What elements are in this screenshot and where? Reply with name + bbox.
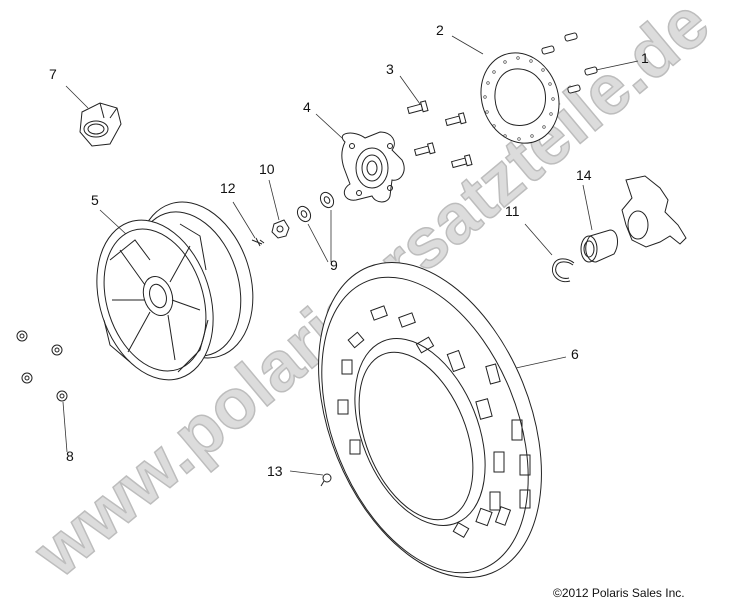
callout-8[interactable]: 8 <box>66 448 74 464</box>
callout-7[interactable]: 7 <box>49 66 57 82</box>
part-11-retaining-ring[interactable] <box>551 258 575 283</box>
part-14-bearing[interactable] <box>580 229 618 263</box>
part-2-brake-disc[interactable] <box>469 42 572 154</box>
callout-12[interactable]: 12 <box>220 180 236 196</box>
callout-5[interactable]: 5 <box>91 192 99 208</box>
callout-4[interactable]: 4 <box>303 99 311 115</box>
part-3-bolts[interactable] <box>406 100 473 170</box>
part-1-wheel-studs[interactable] <box>541 32 598 94</box>
steering-knuckle <box>621 175 687 248</box>
callout-14[interactable]: 14 <box>576 167 592 183</box>
callout-13[interactable]: 13 <box>267 463 283 479</box>
part-13-valve-stem[interactable] <box>320 473 332 487</box>
part-10-castle-nut[interactable] <box>271 219 290 239</box>
part-5-rim[interactable] <box>77 187 272 395</box>
callout-9[interactable]: 9 <box>330 257 338 273</box>
callout-2[interactable]: 2 <box>436 22 444 38</box>
callout-labels: 1 2 3 4 5 6 7 8 9 10 11 12 13 14 <box>49 22 649 479</box>
part-6-tire[interactable] <box>275 230 584 611</box>
callout-10[interactable]: 10 <box>259 161 275 177</box>
callout-6[interactable]: 6 <box>571 346 579 362</box>
copyright-notice: ©2012 Polaris Sales Inc. <box>553 586 685 600</box>
callout-3[interactable]: 3 <box>386 61 394 77</box>
part-4-wheel-hub[interactable] <box>341 131 405 203</box>
part-9-washers[interactable] <box>295 190 336 224</box>
part-8-lug-nuts[interactable] <box>16 330 68 402</box>
part-7-hub-cap-nut[interactable] <box>79 102 122 147</box>
callout-11[interactable]: 11 <box>505 203 520 219</box>
leader-lines <box>62 35 639 476</box>
part-12-cotter-pin[interactable] <box>251 237 265 247</box>
callout-1[interactable]: 1 <box>641 50 649 66</box>
